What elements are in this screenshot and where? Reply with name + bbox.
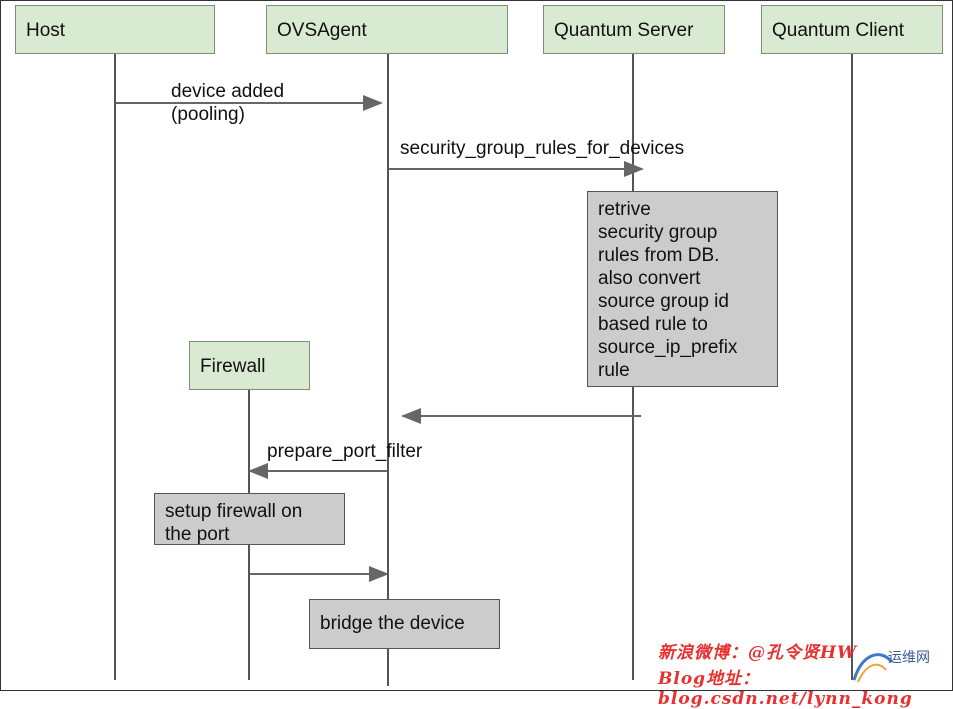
message-prepare-port-filter: prepare_port_filter <box>267 441 423 462</box>
participant-host: Host <box>15 5 215 54</box>
participant-label: Firewall <box>200 356 266 377</box>
participant-label: Host <box>26 20 66 41</box>
site-logo-icon <box>852 653 894 683</box>
watermark-weibo: 新浪微博：@孔令贤HW <box>658 643 858 663</box>
participant-label: OVSAgent <box>277 20 367 41</box>
participant-firewall: Firewall <box>189 341 310 390</box>
participant-quantum-client: Quantum Client <box>761 5 943 54</box>
participant-ovsagent: OVSAgent <box>266 5 508 54</box>
note-setup-firewall: setup firewall on the port <box>154 493 345 545</box>
sequence-lines <box>114 54 853 686</box>
participant-label: Quantum Client <box>772 20 905 41</box>
message-device-added: device added (pooling) <box>171 81 285 125</box>
participant-quantum-server: Quantum Server <box>543 5 725 54</box>
participant-label: Quantum Server <box>554 20 694 41</box>
message-security-group-rules: security_group_rules_for_devices <box>400 138 685 159</box>
note-retrive-rules: retrive security group rules from DB. al… <box>587 191 778 387</box>
site-logo-text: 运维网 <box>888 650 930 666</box>
note-bridge-device: bridge the device <box>309 599 500 649</box>
